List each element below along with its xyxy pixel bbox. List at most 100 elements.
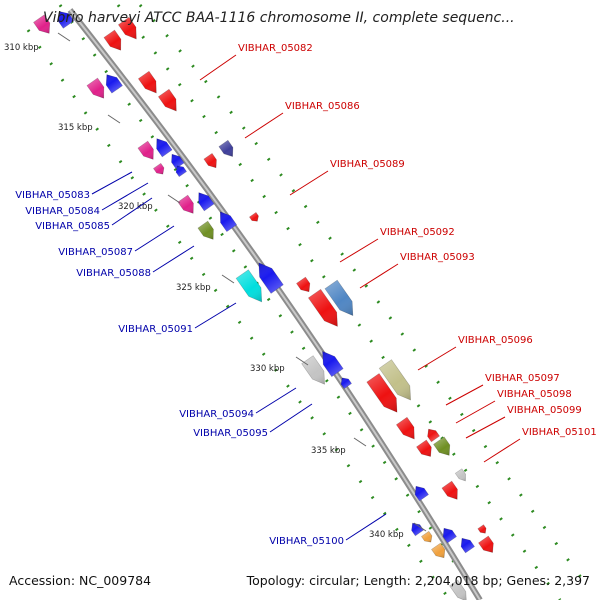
gene-arrow-shading <box>421 531 432 543</box>
scale-tick-label: 325 kbp <box>176 283 211 293</box>
reverse-gene-label[interactable]: VIBHAR_05087 <box>58 247 133 258</box>
scale-tick-label: 320 kbp <box>118 202 153 212</box>
gene-arrow-shading <box>308 289 338 327</box>
gene-arrow[interactable] <box>296 276 313 295</box>
forward-gene-label[interactable]: VIBHAR_05098 <box>497 389 572 400</box>
gene-arrow[interactable] <box>457 535 475 554</box>
forward-gene-label[interactable]: VIBHAR_05089 <box>330 159 405 170</box>
label-leader-line <box>359 263 399 289</box>
gene-arrow-shading <box>156 138 173 157</box>
forward-gene-label[interactable]: VIBHAR_05093 <box>400 252 475 263</box>
scale-tick-mark <box>295 356 309 366</box>
gene-arrow[interactable] <box>478 535 497 556</box>
outer-dotted-track <box>26 29 452 600</box>
gene-arrow-shading <box>301 355 325 385</box>
gene-arrow[interactable] <box>317 347 344 378</box>
gene-arrow[interactable] <box>235 269 268 306</box>
gene-arrow-shading <box>478 536 494 553</box>
label-leader-line <box>111 197 153 226</box>
gene-arrow[interactable] <box>395 416 419 442</box>
gene-arrow[interactable] <box>416 439 435 460</box>
scale-tick-mark <box>413 522 427 532</box>
gene-arrow[interactable] <box>203 152 220 170</box>
gene-arrow[interactable] <box>117 16 141 42</box>
reverse-gene-label[interactable]: VIBHAR_05088 <box>76 268 151 279</box>
gene-arrow[interactable] <box>102 71 123 94</box>
gene-arrow[interactable] <box>215 208 238 233</box>
gene-arrow[interactable] <box>421 530 434 544</box>
forward-gene-label[interactable]: VIBHAR_05101 <box>522 427 597 438</box>
genome-backbone-highlight <box>69 9 481 600</box>
gene-arrow[interactable] <box>153 162 166 176</box>
gene-arrow-shading <box>86 78 104 99</box>
gene-arrow[interactable] <box>431 542 448 561</box>
gene-arrow[interactable] <box>307 288 343 330</box>
gene-arrow[interactable] <box>324 279 359 320</box>
gene-arrow-shading <box>324 280 353 316</box>
gene-arrow[interactable] <box>173 163 187 178</box>
gene-arrow[interactable] <box>338 375 352 390</box>
gene-arrow[interactable] <box>54 8 75 29</box>
gene-arrow[interactable] <box>408 520 424 537</box>
gene-arrow-shading <box>341 377 352 389</box>
gene-arrow[interactable] <box>168 151 185 170</box>
reverse-gene-label[interactable]: VIBHAR_05085 <box>35 221 110 232</box>
gene-arrow-shading <box>443 528 457 543</box>
forward-gene-label[interactable]: VIBHAR_05086 <box>285 101 360 112</box>
forward-gene-label[interactable]: VIBHAR_05082 <box>238 43 313 54</box>
gene-arrow[interactable] <box>152 135 173 158</box>
reverse-gene-label[interactable]: VIBHAR_05084 <box>25 206 100 217</box>
reverse-dotted-track <box>58 4 482 600</box>
gene-arrow[interactable] <box>249 212 260 223</box>
scale-tick-mark <box>167 194 181 204</box>
gene-arrow[interactable] <box>366 373 403 416</box>
gene-arrow[interactable] <box>454 468 468 483</box>
forward-gene-label[interactable]: VIBHAR_05092 <box>380 227 455 238</box>
gene-arrow[interactable] <box>441 480 462 503</box>
gene-arrow-shading <box>455 468 466 481</box>
gene-arrow[interactable] <box>218 139 237 159</box>
gene-arrow-shading <box>433 436 450 456</box>
scale-tick-label: 310 kbp <box>4 43 39 53</box>
gene-arrow[interactable] <box>433 436 455 459</box>
label-leader-line <box>101 182 149 211</box>
gene-arrow[interactable] <box>137 140 158 163</box>
gene-arrow-shading <box>236 269 262 302</box>
gene-arrow[interactable] <box>197 220 218 243</box>
reverse-gene-label[interactable]: VIBHAR_05095 <box>193 428 268 439</box>
gene-arrow-shading <box>177 195 194 214</box>
reverse-gene-label[interactable]: VIBHAR_05091 <box>118 324 193 335</box>
gene-arrow[interactable] <box>33 14 55 37</box>
gene-arrow-shading <box>427 429 440 442</box>
forward-gene-label[interactable]: VIBHAR_05096 <box>458 335 533 346</box>
gene-arrow[interactable] <box>157 88 181 114</box>
gene-arrow[interactable] <box>194 189 215 212</box>
reverse-gene-label[interactable]: VIBHAR_05100 <box>269 536 344 547</box>
reverse-gene-label[interactable]: VIBHAR_05094 <box>179 409 254 420</box>
gene-arrow[interactable] <box>137 70 161 96</box>
gene-arrow[interactable] <box>411 483 429 502</box>
gene-arrow-shading <box>203 153 217 168</box>
reverse-gene-label[interactable]: VIBHAR_05083 <box>15 190 90 201</box>
gene-arrow-shading <box>477 524 487 534</box>
forward-gene-label[interactable]: VIBHAR_05099 <box>507 405 582 416</box>
gene-arrow[interactable] <box>86 77 109 102</box>
gene-arrow-shading <box>441 481 458 500</box>
gene-arrow[interactable] <box>378 359 417 405</box>
gene-arrow[interactable] <box>449 579 471 600</box>
gene-arrow[interactable] <box>424 426 440 443</box>
gene-arrow[interactable] <box>439 525 457 544</box>
gene-arrow-shading <box>118 17 137 40</box>
label-leader-line <box>199 54 237 81</box>
gene-arrow[interactable] <box>103 29 126 54</box>
forward-gene-label[interactable]: VIBHAR_05097 <box>485 373 560 384</box>
gene-features <box>33 8 497 600</box>
gene-arrow[interactable] <box>477 524 488 536</box>
scale-tick-mark <box>107 114 121 124</box>
gene-arrow-shading <box>153 163 164 175</box>
gene-arrow[interactable] <box>253 259 284 294</box>
map-title: Vibrio harveyi ATCC BAA-1116 chromosome … <box>43 10 515 26</box>
label-leader-line <box>134 225 175 252</box>
gene-arrow[interactable] <box>177 194 198 217</box>
